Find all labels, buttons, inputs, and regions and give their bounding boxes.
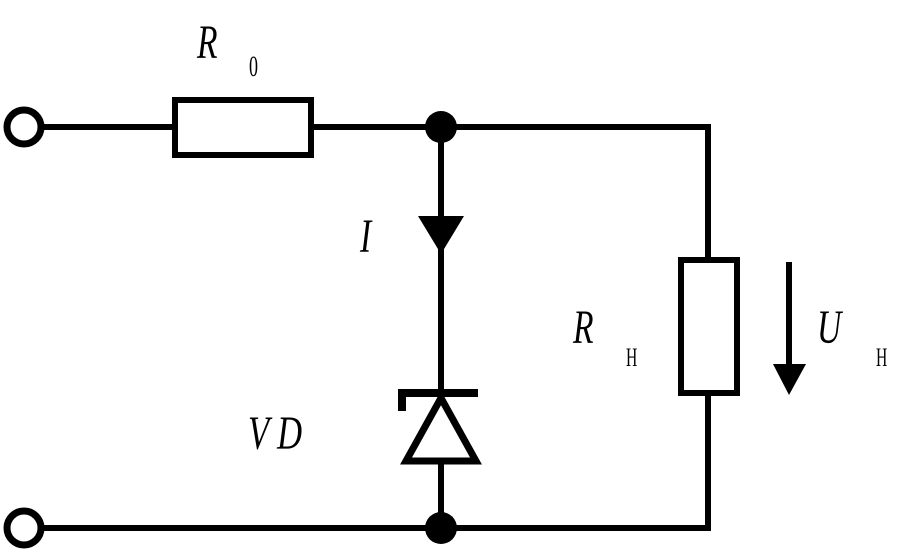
label-uh-sub: H: [876, 343, 887, 372]
resistor-rh: [678, 257, 740, 396]
voltage-arrow-icon: [773, 364, 806, 395]
zener-diode-bar: [398, 389, 478, 411]
resistor-r0: [172, 97, 314, 158]
label-current: I: [359, 209, 373, 262]
label-r0-sub: 0: [249, 51, 258, 84]
label-r0-main: R: [196, 15, 217, 68]
input-terminal-top: [3, 106, 45, 148]
current-arrow-icon: [418, 216, 464, 254]
bottom-junction-node: [425, 512, 457, 544]
label-rh-main: R: [572, 300, 593, 353]
zener-diode-triangle: [400, 390, 482, 465]
label-uh-main: U: [817, 300, 844, 353]
input-terminal-bottom: [3, 507, 45, 549]
label-vd: V D: [248, 408, 302, 461]
label-rh-sub: H: [626, 343, 637, 372]
